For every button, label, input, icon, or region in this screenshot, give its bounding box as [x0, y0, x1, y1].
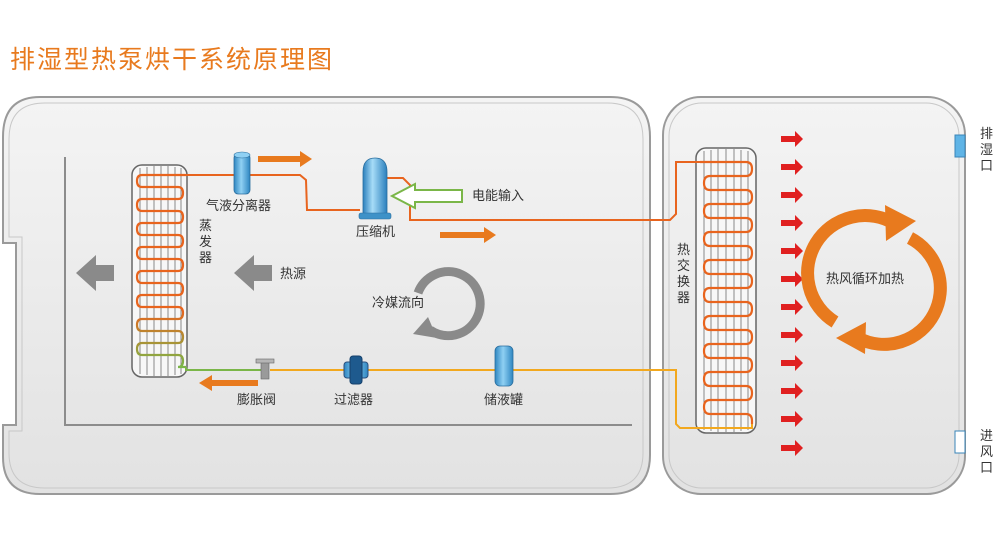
label-heat-exchanger: 热交换器	[677, 243, 690, 306]
label-hot-air-circulation: 热风循环加热	[826, 272, 904, 287]
refrigerant-cycle-arrow	[413, 267, 485, 341]
filter	[343, 355, 369, 385]
discharge-pipe	[385, 161, 700, 221]
label-air-inlet: 进风口	[980, 429, 993, 476]
label-compressor: 压缩机	[356, 224, 395, 240]
receiver-tank	[494, 345, 514, 387]
label-refrigerant-flow: 冷媒流向	[372, 295, 424, 311]
label-gas-liquid-separator: 气液分离器	[206, 198, 271, 214]
air-flow-arrows	[76, 255, 272, 291]
label-filter: 过滤器	[334, 393, 373, 408]
exhaust-air-arrow	[76, 255, 114, 291]
power-input-arrow	[389, 182, 463, 210]
hot-air-arrows	[781, 131, 803, 456]
flow-arrow-bottom	[199, 375, 258, 391]
heat-exchanger-serpentine-pipe	[700, 160, 754, 424]
left-chamber-inner-border	[8, 102, 644, 489]
inner-duct-wall	[64, 157, 632, 426]
hot-air-circulation-arrow	[801, 205, 947, 354]
suction-pipe-to-compressor	[249, 174, 360, 211]
expansion-valve	[255, 358, 275, 380]
heat-exchanger-fins	[703, 149, 749, 432]
gas-liquid-separator	[233, 151, 251, 195]
page-title: 排湿型热泵烘干系统原理图	[10, 45, 335, 74]
flow-arrow-discharge	[440, 227, 496, 243]
compressor	[358, 157, 392, 220]
flow-arrows-pipe	[199, 151, 496, 391]
label-expansion-valve: 膨胀阀	[237, 393, 276, 408]
label-heat-source: 热源	[280, 267, 306, 282]
expansion-to-evaporator-line	[185, 367, 262, 371]
flow-arrow-top	[258, 151, 312, 167]
evaporator-serpentine-pipe	[135, 173, 186, 369]
label-power-input: 电能输入	[472, 188, 524, 204]
air-inlet-port	[954, 430, 966, 454]
right-chamber-inner-border	[668, 102, 960, 489]
label-dehumidify-port: 排湿口	[980, 127, 993, 174]
heat-source-arrow	[234, 255, 272, 291]
dehumidify-port	[954, 134, 966, 158]
left-chamber	[2, 96, 651, 495]
label-receiver: 储液罐	[484, 393, 523, 408]
label-evaporator: 蒸发器	[199, 219, 212, 266]
liquid-line	[270, 369, 753, 429]
